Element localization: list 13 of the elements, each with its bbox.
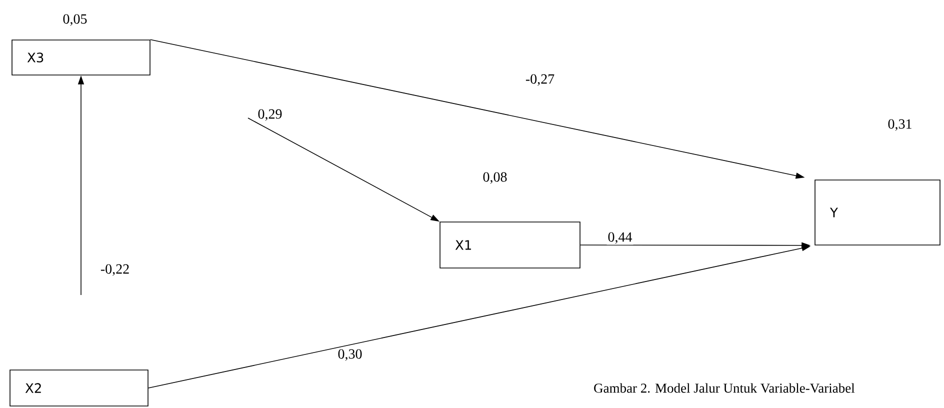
edge-label: 0,30 (336, 348, 364, 362)
coefficient-label: 0,05 (63, 14, 87, 26)
edge-label: -0,27 (524, 73, 556, 87)
edge-label: 0,44 (606, 231, 634, 245)
variable-box: Y (814, 180, 940, 246)
coefficient-label: 0,08 (483, 172, 507, 184)
variable-box: X2 (10, 370, 148, 406)
caption: Gambar 2. Model Jalur Untuk Variable-Variabel (594, 383, 855, 393)
edge-label: 0,29 (256, 108, 284, 122)
edge-label: -0,22 (99, 263, 131, 277)
variable-box: X1 (440, 222, 580, 268)
variable-box: X3 (12, 40, 150, 76)
coefficient-label: 0,31 (888, 119, 912, 131)
